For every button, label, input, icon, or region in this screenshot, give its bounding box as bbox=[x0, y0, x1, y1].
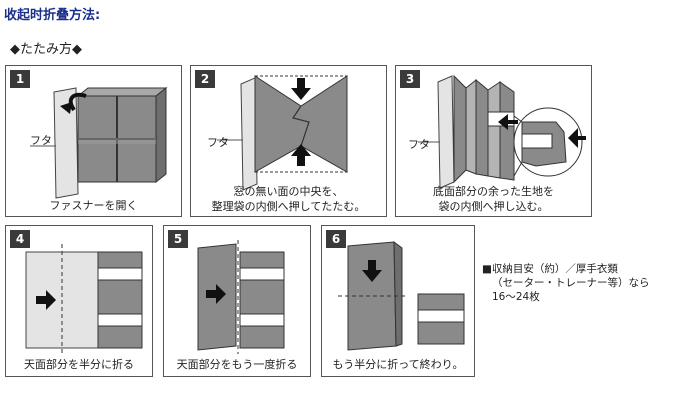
step-number: 1 bbox=[10, 70, 30, 88]
step-number: 6 bbox=[326, 230, 346, 248]
step-4-panel: 4 天面部分を半分に折る bbox=[5, 225, 153, 377]
step-caption-line-1: 底面部分の余った生地を bbox=[433, 185, 554, 198]
step-number: 2 bbox=[195, 70, 215, 88]
step-5-illustration bbox=[197, 240, 285, 354]
step-4-illustration bbox=[25, 244, 143, 354]
step-caption: 天面部分を半分に折る bbox=[24, 358, 134, 371]
flap-label: フタ bbox=[207, 136, 229, 149]
flap-label: フタ bbox=[408, 138, 430, 151]
step-caption: 天面部分をもう一度折る bbox=[176, 358, 298, 371]
step-3-illustration bbox=[418, 74, 586, 189]
step-3-panel: 3 フタ 底面部分の余った生地を 袋の内側へ押し込む。 bbox=[395, 65, 592, 217]
storage-note: ■収納目安（約）／厚手衣類 （セーター・トレーナー等）なら 16〜24枚 bbox=[482, 262, 650, 304]
note-line-3: 16〜24枚 bbox=[492, 291, 540, 303]
step-caption: もう半分に折って終わり。 bbox=[332, 358, 464, 371]
step-caption-line-2: 袋の内側へ押し込む。 bbox=[438, 200, 549, 213]
step-5-panel: 5 天面部分をもう一度折る bbox=[163, 225, 311, 377]
step-number: 3 bbox=[400, 70, 420, 88]
step-6-illustration bbox=[338, 240, 465, 351]
step-number: 5 bbox=[168, 230, 188, 248]
step-caption: ファスナーを開く bbox=[49, 199, 138, 212]
step-caption-line-1: 窓の無い面の中央を、 bbox=[233, 185, 344, 198]
step-number: 4 bbox=[10, 230, 30, 248]
step-2-illustration bbox=[217, 75, 348, 191]
page-title: 收起时折叠方法: bbox=[4, 8, 101, 23]
step-2-panel: 2 フタ 窓の無い面の中央を、 整理袋の内側へ押してたたむ。 bbox=[190, 65, 387, 217]
flap-label: フタ bbox=[30, 134, 52, 147]
note-line-1: ■収納目安（約）／厚手衣類 bbox=[482, 263, 618, 275]
section-subtitle: ◆たたみ方◆ bbox=[10, 42, 82, 57]
step-6-panel: 6 もう半分に折って終わり。 bbox=[321, 225, 475, 377]
step-1-panel: 1 フタ ファスナーを開く bbox=[5, 65, 182, 217]
step-1-illustration bbox=[30, 86, 168, 199]
step-caption-line-2: 整理袋の内側へ押してたたむ。 bbox=[211, 200, 366, 213]
note-line-2: （セーター・トレーナー等）なら bbox=[492, 277, 650, 289]
